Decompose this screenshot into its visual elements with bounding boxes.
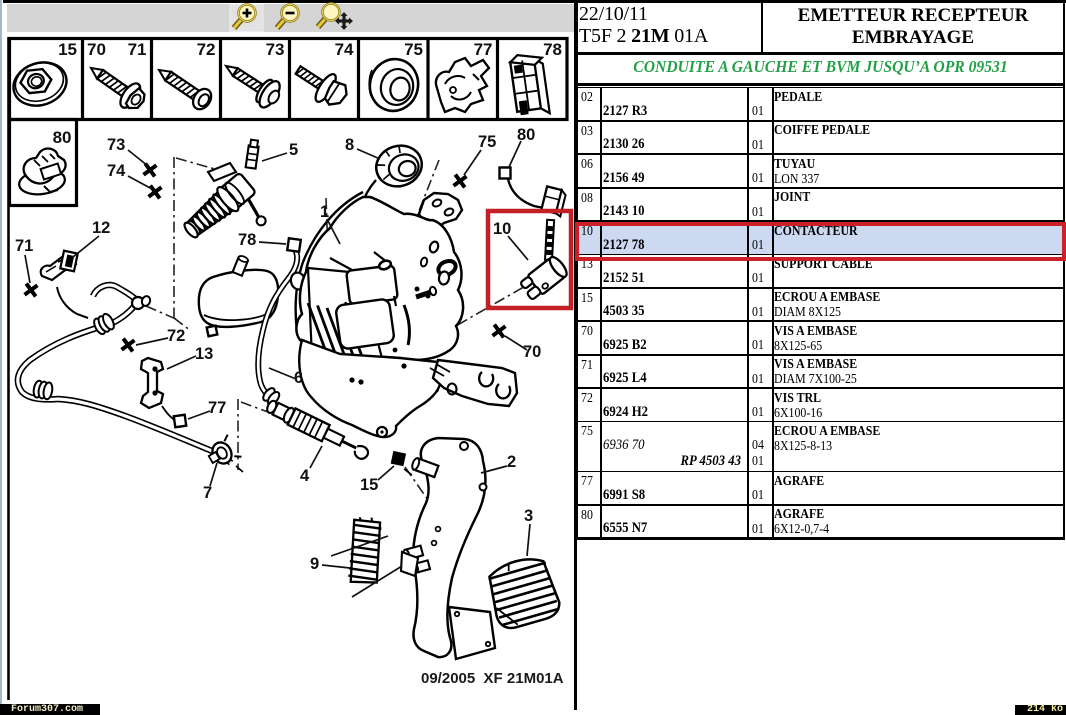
- svg-text:12: 12: [92, 219, 110, 237]
- svg-text:72: 72: [197, 40, 216, 59]
- svg-text:75: 75: [478, 133, 496, 151]
- svg-text:78: 78: [543, 40, 562, 59]
- svg-text:72: 72: [167, 327, 185, 345]
- svg-text:75: 75: [404, 40, 423, 59]
- svg-text:6: 6: [294, 369, 303, 387]
- svg-text:73: 73: [107, 136, 125, 154]
- svg-text:80: 80: [517, 126, 535, 144]
- svg-text:1: 1: [320, 203, 329, 221]
- svg-text:15: 15: [58, 40, 77, 59]
- svg-text:10: 10: [493, 220, 511, 238]
- svg-text:70: 70: [523, 343, 541, 361]
- svg-text:8: 8: [345, 136, 354, 154]
- svg-text:71: 71: [15, 237, 33, 255]
- svg-text:2: 2: [507, 453, 516, 471]
- svg-text:4: 4: [300, 467, 310, 485]
- svg-text:78: 78: [238, 231, 256, 249]
- svg-text:73: 73: [266, 40, 285, 59]
- svg-text:5: 5: [289, 141, 298, 159]
- svg-text:77: 77: [474, 40, 493, 59]
- svg-text:74: 74: [335, 40, 354, 59]
- svg-text:3: 3: [524, 507, 533, 525]
- svg-text:9: 9: [310, 555, 319, 573]
- svg-text:71: 71: [128, 40, 147, 59]
- svg-text:74: 74: [107, 162, 126, 180]
- svg-text:77: 77: [208, 399, 226, 417]
- svg-text:7: 7: [203, 484, 212, 502]
- svg-text:80: 80: [53, 128, 72, 147]
- svg-text:15: 15: [360, 476, 378, 494]
- svg-text:13: 13: [195, 345, 213, 363]
- svg-text:70: 70: [87, 40, 106, 59]
